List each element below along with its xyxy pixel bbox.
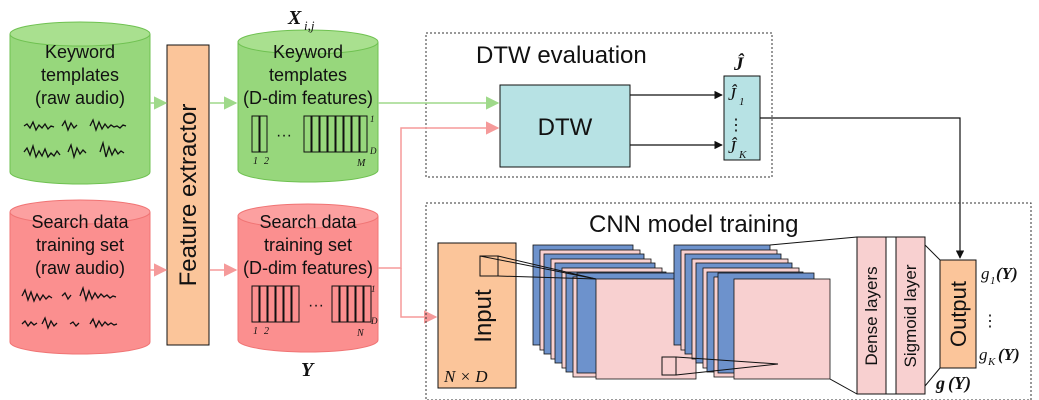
keyword-feat-corner-top: 1 (370, 114, 375, 124)
search-feat-line3: (D-dim features) (243, 258, 373, 278)
search-feat-corner-last: N (356, 328, 365, 339)
input-block (437, 242, 517, 389)
j-hat-1-sub: 1 (739, 96, 745, 108)
waveform-icon (21, 285, 118, 330)
search-feat-index-1: 1 (253, 326, 258, 337)
conv-stack-1 (532, 244, 697, 380)
output-block (939, 259, 977, 369)
j-hat-vdots: ⋮ (728, 117, 744, 134)
receptive-field-input (479, 255, 499, 277)
dense-layers-label: Dense layers (862, 266, 881, 365)
keyword-raw-line3: (raw audio) (35, 88, 125, 108)
search-feat-corner-d: D (370, 316, 378, 326)
input-block-dims: N × D (443, 367, 488, 386)
search-feat-symbol: Y (301, 359, 315, 381)
output-block-label: Output (946, 281, 971, 347)
dtw-block-label: DTW (538, 114, 593, 141)
arrow-j-hat-to-output (760, 117, 965, 259)
keyword-feat-line1: Keyword (273, 42, 343, 62)
output-connector-top (924, 244, 941, 261)
dtw-evaluation-box: DTW evaluation DTW Ĵ Ĵ 1 ⋮ Ĵ K (425, 32, 773, 178)
keyword-raw-line2: templates (41, 65, 119, 85)
gk-label: g (979, 345, 988, 364)
search-raw-cylinder: Search data training set (raw audio) (9, 199, 151, 355)
search-feat-corner-top: 1 (371, 284, 376, 294)
g1-arg: (Y) (996, 264, 1018, 283)
keyword-feat-line3: (D-dim features) (243, 88, 373, 108)
output-connector-bottom (924, 367, 941, 387)
j-hat-1: Ĵ (728, 83, 738, 104)
sigmoid-layer-label: Sigmoid layer (901, 264, 920, 367)
search-feat-index-2: 2 (264, 326, 269, 337)
g-vdots: ⋮ (982, 313, 998, 330)
receptive-field-conv (661, 356, 677, 376)
search-feat-cylinder: Search data training set (D-dim features… (237, 203, 379, 353)
keyword-feat-index-1: 1 (253, 156, 258, 167)
keyword-feat-symbol: X (287, 7, 302, 29)
arrow-search-feat-to-dtw (378, 121, 500, 269)
g1-label: g (981, 264, 990, 283)
feature-columns-icon (251, 115, 368, 153)
feature-extractor-block: Feature extractor (166, 44, 210, 346)
search-feat-line1: Search data (259, 212, 357, 232)
search-raw-line2: training set (36, 235, 124, 255)
keyword-feat-ellipsis: ··· (276, 127, 292, 144)
waveform-icon (23, 118, 127, 160)
g-vector-arg: (Y) (948, 373, 971, 394)
cnn-training-title: CNN model training (589, 211, 798, 238)
dtw-block (499, 84, 631, 168)
gk-arg: (Y) (998, 345, 1020, 364)
feature-extractor-label: Feature extractor (175, 104, 202, 287)
input-block-label: Input (470, 289, 497, 343)
j-hat-vector (723, 75, 761, 161)
keyword-feat-cylinder: Keyword templates (D-dim features) ··· 1… (237, 29, 379, 183)
layer-gap (885, 236, 897, 395)
j-hat-label: Ĵ (733, 53, 745, 75)
cnn-training-box: CNN model training Input N × D (425, 202, 1032, 400)
sigmoid-layer-block (895, 236, 926, 395)
arrow-search-feat-to-input (400, 268, 438, 324)
search-raw-line1: Search data (31, 212, 129, 232)
search-raw-line3: (raw audio) (35, 258, 125, 278)
dtw-evaluation-title: DTW evaluation (476, 42, 647, 69)
keyword-feat-corner-last: M (356, 158, 366, 169)
j-hat-k: Ĵ (728, 136, 738, 157)
search-feat-line2: training set (264, 235, 352, 255)
g1-sub: 1 (990, 275, 996, 287)
keyword-raw-line1: Keyword (45, 42, 115, 62)
keyword-feat-index-2: 2 (264, 156, 269, 167)
keyword-feat-corner-d: D (369, 146, 377, 156)
dense-layers-block (856, 236, 887, 395)
g-vector-label: g (935, 373, 945, 393)
gk-sub: K (987, 356, 996, 368)
projection-lines (479, 236, 858, 395)
keyword-raw-cylinder: Keyword templates (raw audio) (9, 21, 151, 185)
j-hat-k-sub: K (738, 149, 747, 161)
search-feat-ellipsis: ··· (308, 297, 324, 314)
feature-columns-icon (251, 285, 372, 323)
keyword-feat-symbol-sub: i,j (304, 18, 315, 33)
keyword-feat-line2: templates (269, 65, 347, 85)
